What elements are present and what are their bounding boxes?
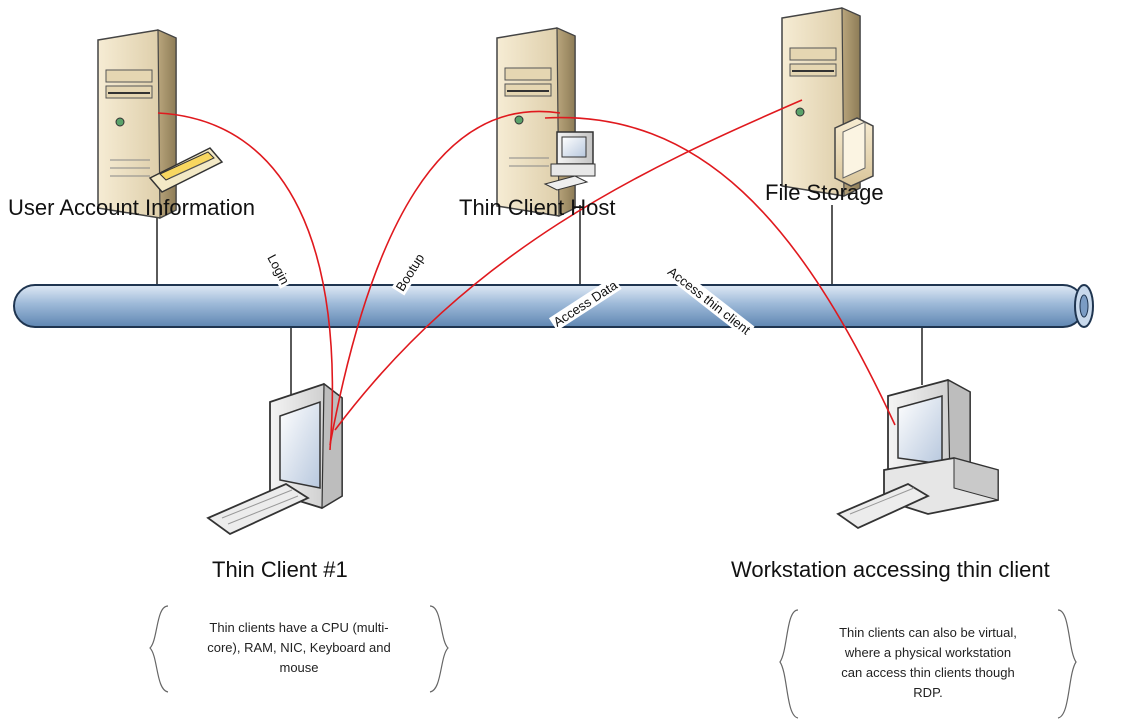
- label-thin-client-1: Thin Client #1: [212, 557, 348, 582]
- small-computer-icon: [543, 131, 596, 191]
- network-bus: [13, 284, 1094, 328]
- connections: [157, 99, 896, 451]
- label-workstation: Workstation accessing thin client: [731, 557, 1050, 582]
- note-workstation: Thin clients can also be virtual, where …: [798, 623, 1058, 703]
- label-user-account: User Account Information: [8, 195, 256, 220]
- brace-workstation-note: [779, 609, 1077, 719]
- label-file-storage: File Storage: [765, 180, 884, 205]
- note-thin-client: Thin clients have a CPU (multi- core), R…: [168, 618, 430, 678]
- thin-client-computer-icon: [269, 382, 343, 510]
- note-thin-client-line-2: core), RAM, NIC, Keyboard and: [207, 640, 391, 655]
- keyboard-device-icon: [148, 147, 224, 193]
- note-thin-client-line-1: Thin clients have a CPU (multi-: [209, 620, 389, 635]
- note-workstation-line-4: RDP.: [913, 685, 943, 700]
- note-workstation-line-2: where a physical workstation: [844, 645, 1012, 660]
- note-workstation-line-3: can access thin clients though: [841, 665, 1015, 680]
- connection-access-data: [334, 99, 803, 431]
- brace-left-thin-client-note: [149, 605, 449, 693]
- connection-bootup: [329, 110, 561, 446]
- connection-login: [157, 112, 334, 451]
- drop-lines: [156, 205, 923, 400]
- connection-access-thin-client: [544, 116, 896, 426]
- keyboard-icon: [836, 482, 930, 530]
- keyboard-icon: [206, 482, 310, 536]
- label-thin-client-host: Thin Client Host: [459, 195, 616, 220]
- note-workstation-line-1: Thin clients can also be virtual,: [839, 625, 1017, 640]
- folder-icon: [834, 117, 874, 187]
- note-thin-client-line-3: mouse: [279, 660, 319, 675]
